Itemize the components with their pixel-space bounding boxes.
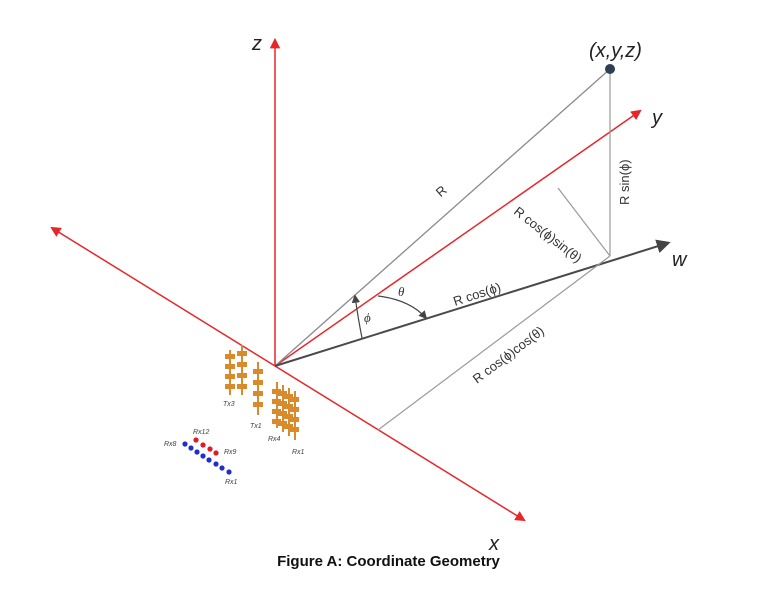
rx1-dots-label: Rx1 <box>225 479 238 486</box>
receiver-dot-array <box>182 437 232 475</box>
rx8-label: Rx8 <box>164 441 177 448</box>
y-axis-label: y <box>650 107 663 129</box>
figure-caption: Figure A: Coordinate Geometry <box>277 553 500 570</box>
r-cos-phi-sin-theta-label: R cos(ϕ)sin(θ) <box>511 204 585 266</box>
w-axis-label: w <box>672 249 688 271</box>
x-axis-label: x <box>488 533 500 555</box>
foot-to-x-line <box>377 255 611 431</box>
x-axis <box>50 226 526 522</box>
phi-label: ϕ <box>364 310 371 325</box>
y-axis <box>274 109 642 367</box>
theta-arc <box>377 295 428 320</box>
r-cos-phi-label: R cos(ϕ) <box>451 279 502 308</box>
rx4-label: Rx4 <box>268 436 281 443</box>
phi-arc <box>351 294 363 339</box>
r-label: R <box>433 182 450 199</box>
r-vector <box>274 68 611 367</box>
point-marker <box>605 64 615 74</box>
tx3-label: Tx3 <box>223 401 235 408</box>
rx-antenna-group <box>272 382 299 440</box>
tx1-label: Tx1 <box>250 423 262 430</box>
tx-antenna-group <box>225 345 263 415</box>
rx9-label: Rx9 <box>224 449 237 456</box>
point-label: (x,y,z) <box>589 40 642 62</box>
r-sin-phi-label: R sin(ϕ) <box>617 159 632 205</box>
z-axis-label: z <box>251 33 262 55</box>
foot-to-y-line <box>557 187 611 257</box>
w-axis <box>274 239 671 367</box>
rx12-label: Rx12 <box>193 429 209 436</box>
theta-label: θ <box>398 284 405 299</box>
rx1-array-label: Rx1 <box>292 449 305 456</box>
